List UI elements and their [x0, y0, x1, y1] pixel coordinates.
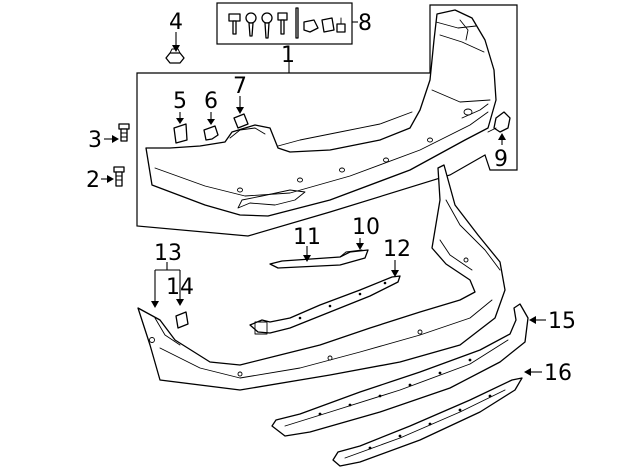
- callout-4: 4: [169, 10, 183, 35]
- retainer-clip-6: [203, 125, 219, 141]
- callout-1: 1: [281, 43, 295, 68]
- callout-2: 2: [86, 168, 100, 193]
- trim-strip: [269, 249, 369, 269]
- diffuser-strip: [332, 377, 523, 467]
- mounting-bracket: [249, 275, 401, 334]
- upper-bumper-cover: [145, 9, 497, 217]
- lower-trim-panel: [271, 303, 529, 437]
- bolt-2: [113, 166, 125, 187]
- callout-15: 15: [548, 309, 576, 334]
- callout-8: 8: [358, 11, 372, 36]
- retainer-clip-5: [173, 123, 188, 144]
- callout-3: 3: [88, 128, 102, 153]
- assembly-frame: [136, 4, 518, 237]
- bracket-7: [233, 113, 249, 129]
- lower-bumper-cover: [137, 164, 506, 391]
- hardware-kit-box: [216, 2, 353, 45]
- callout-5: 5: [173, 89, 187, 114]
- callout-16: 16: [544, 361, 572, 386]
- retainer-clip-14: [175, 311, 189, 329]
- bolt-3: [118, 123, 130, 142]
- callout-14: 14: [166, 275, 194, 300]
- callout-9: 9: [494, 147, 508, 172]
- callout-11: 11: [293, 225, 321, 250]
- callout-10: 10: [352, 215, 380, 240]
- callout-12: 12: [383, 237, 411, 262]
- leader-lines: [101, 21, 546, 376]
- hardware-kit-items: [228, 7, 346, 39]
- callout-13: 13: [154, 241, 182, 266]
- callout-6: 6: [204, 89, 218, 114]
- push-clip: [165, 48, 185, 64]
- callout-7: 7: [233, 74, 247, 99]
- sensor-bracket: [493, 111, 511, 133]
